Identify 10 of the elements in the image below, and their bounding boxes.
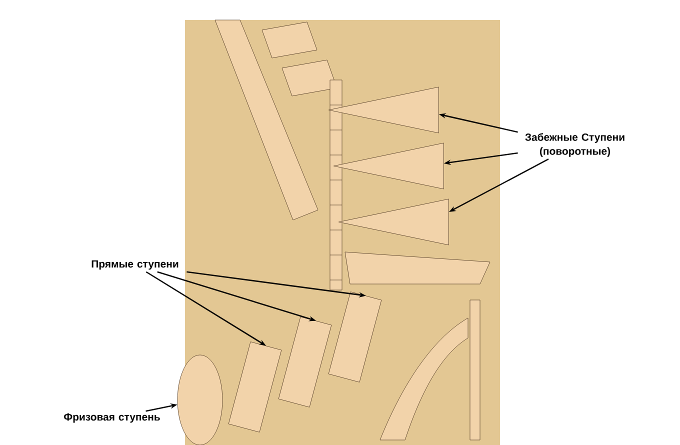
callout-label: Забежные Ступени (поворотные)	[525, 133, 624, 157]
straight-step	[278, 316, 332, 408]
winder-step	[334, 142, 444, 190]
callout-label: Фризовая ступень	[64, 413, 160, 423]
straight-step	[328, 292, 382, 382]
winder-step	[338, 198, 449, 246]
straight-step	[228, 342, 282, 432]
callout-label: Прямые ступени	[92, 260, 178, 270]
winder-step	[328, 86, 439, 134]
starter-step	[177, 354, 223, 445]
